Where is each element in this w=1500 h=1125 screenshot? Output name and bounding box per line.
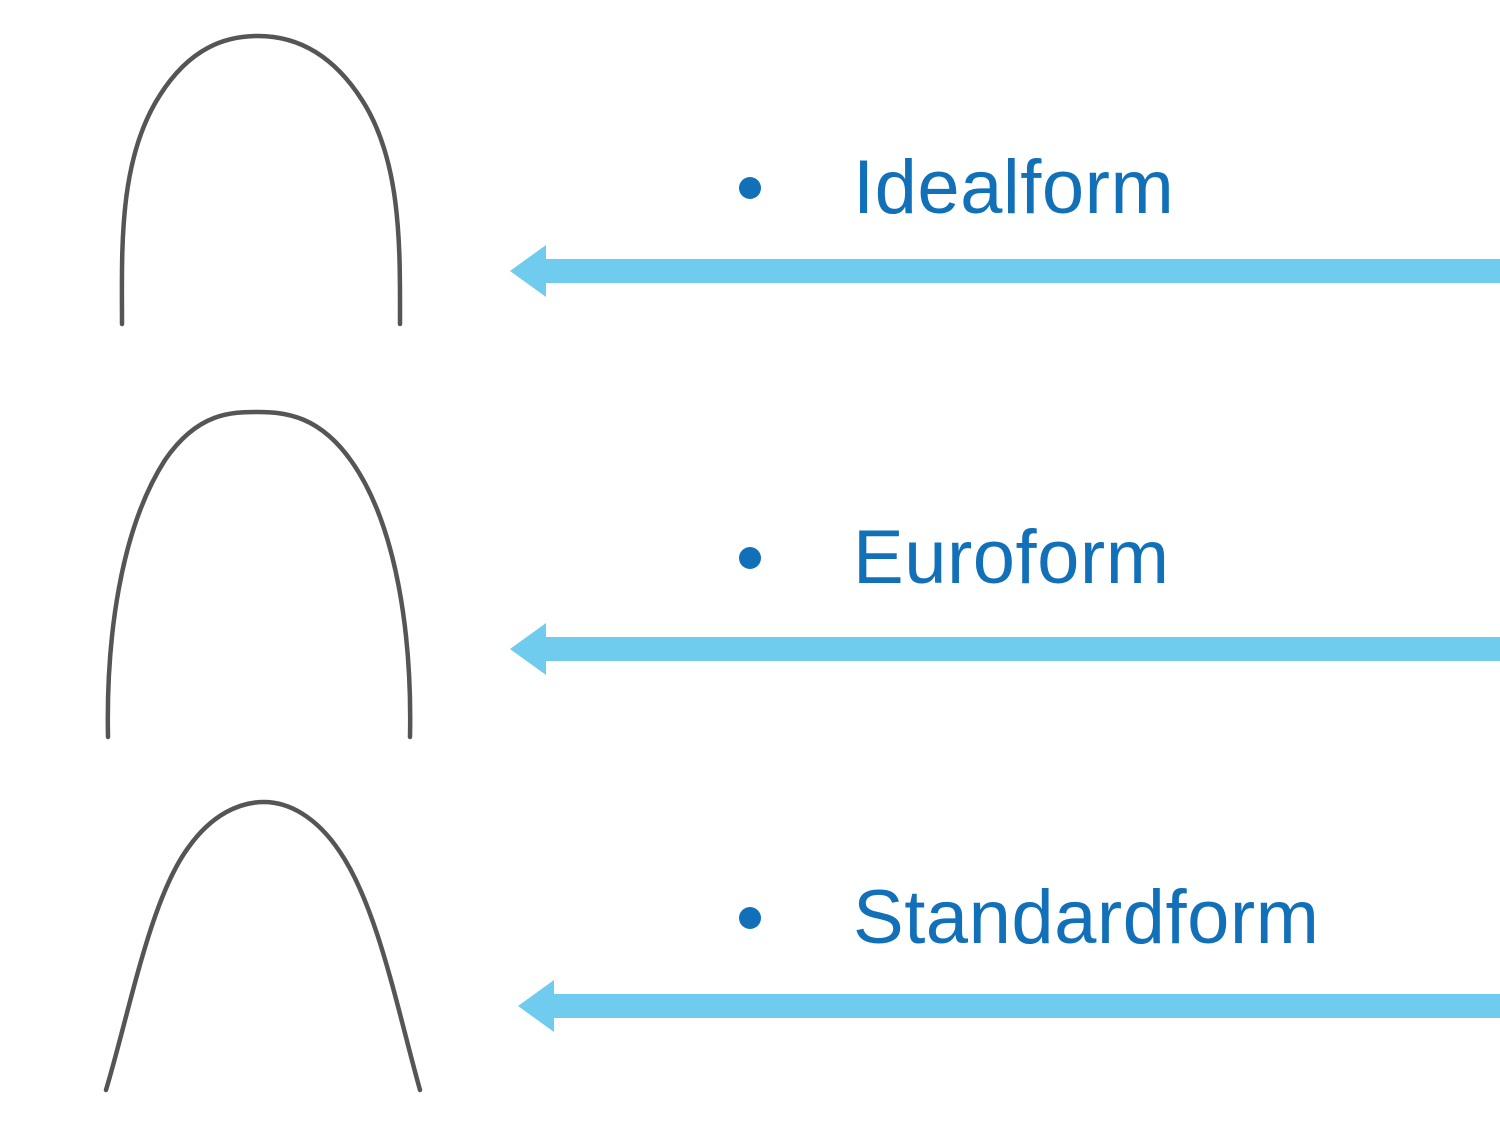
bullet-icon: [739, 547, 761, 569]
arrow-left-icon: [510, 245, 1500, 297]
bullet-icon: [739, 907, 761, 929]
label-euroform: Euroform: [853, 515, 1170, 600]
list-item-euroform: Euroform: [739, 520, 1170, 596]
label-standardform: Standardform: [853, 875, 1320, 960]
arrow-standardform: [518, 980, 1500, 1032]
arrow-euroform: [510, 623, 1500, 675]
list-item-standardform: Standardform: [739, 880, 1319, 956]
bullet-icon: [739, 177, 761, 199]
label-idealform: Idealform: [853, 145, 1175, 230]
arrow-idealform: [510, 245, 1500, 297]
list-item-idealform: Idealform: [739, 150, 1174, 226]
arrow-left-icon: [510, 623, 1500, 675]
arrow-left-icon: [518, 980, 1500, 1032]
